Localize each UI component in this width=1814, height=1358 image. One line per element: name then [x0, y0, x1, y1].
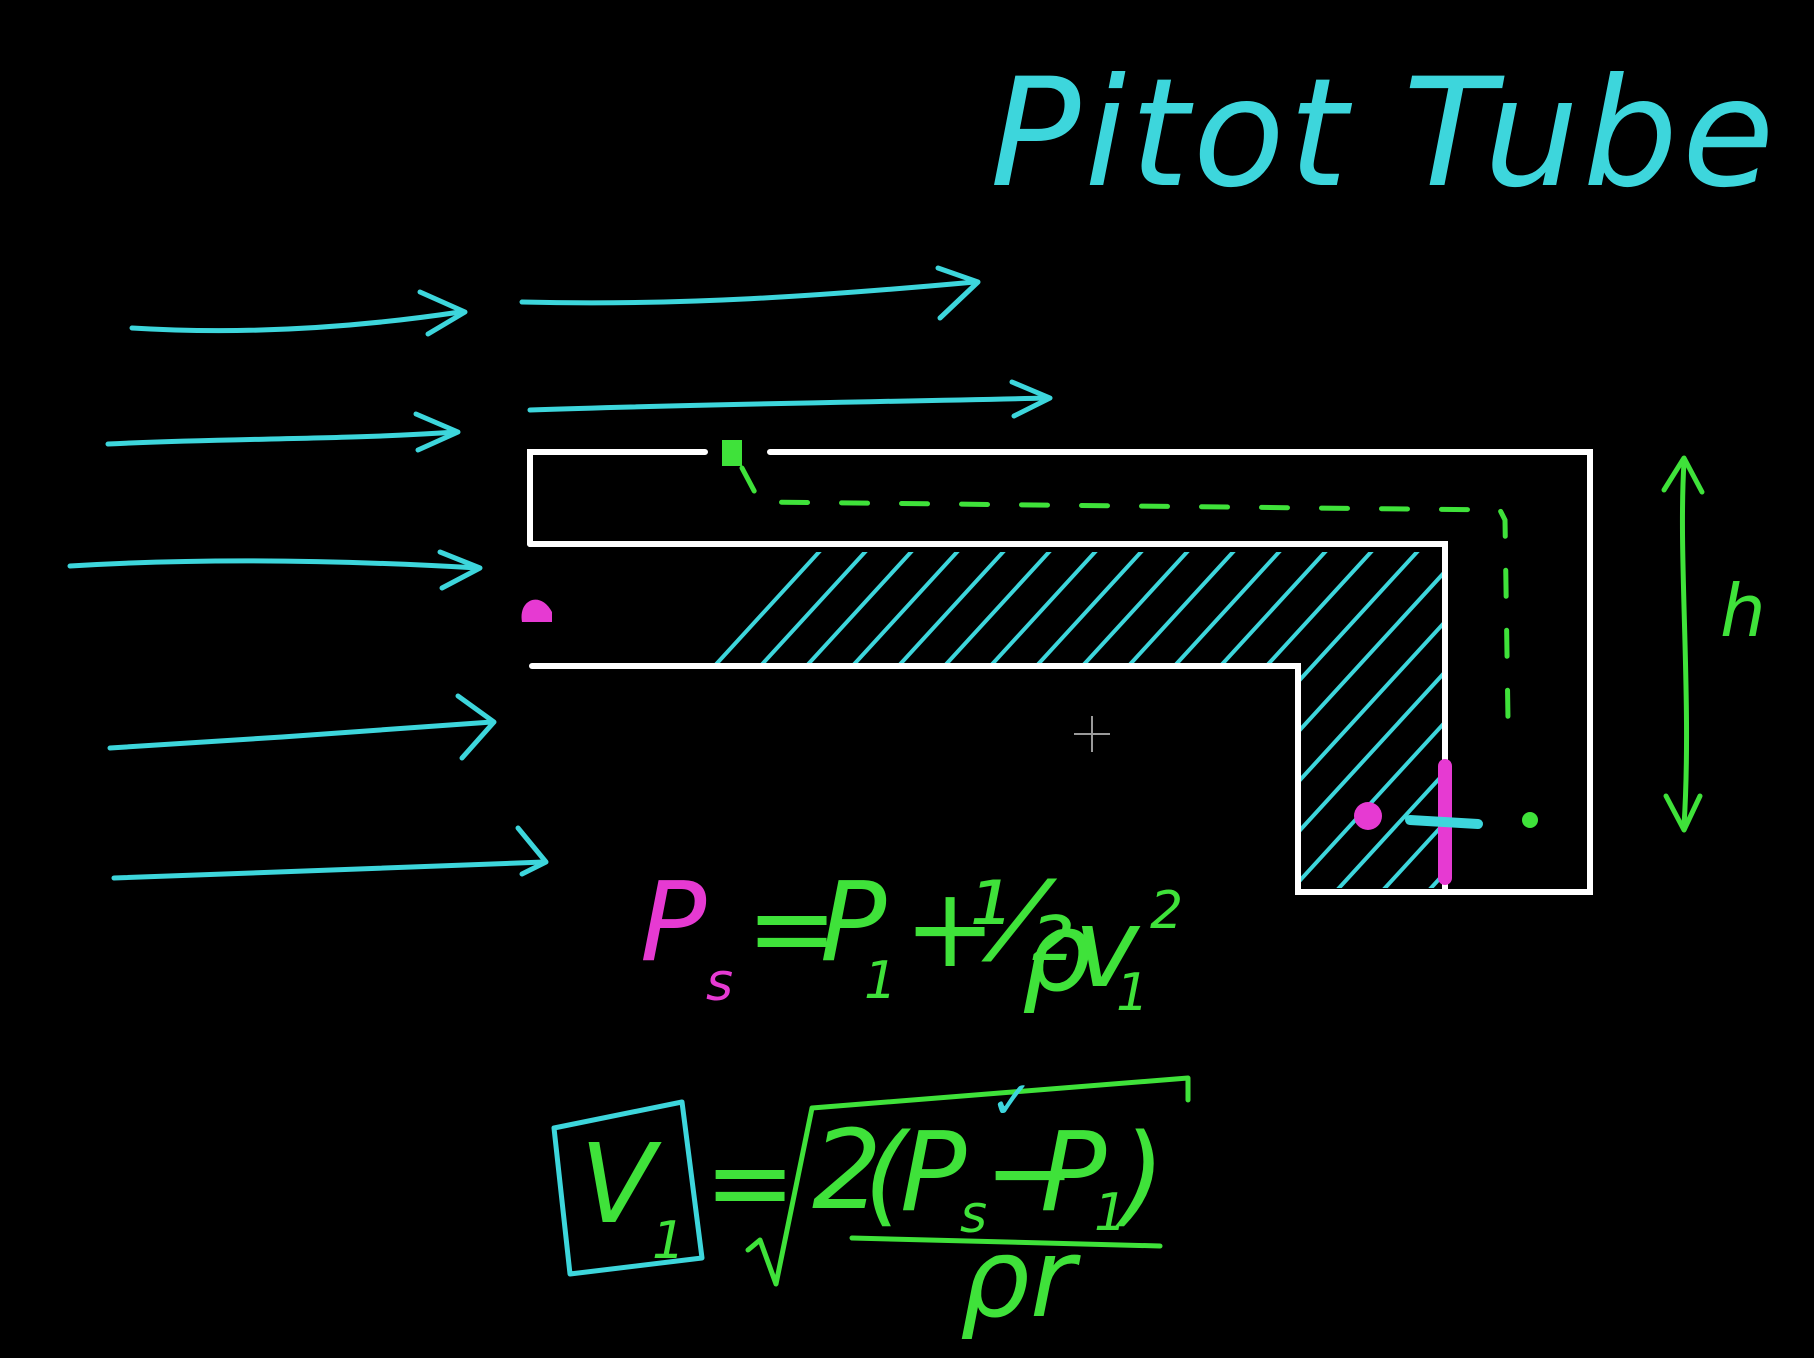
flow-arrow [105, 429, 459, 447]
flow-arrow [67, 558, 481, 571]
eq2-denominator: ρr [960, 1214, 1081, 1342]
eq1-p1-sub: 1 [864, 951, 897, 1011]
eq2-v1: V [580, 1120, 662, 1248]
flow-arrow [527, 395, 1051, 413]
eq1-exponent: 2 [1150, 881, 1183, 941]
hatch-line [636, 552, 970, 888]
square-root-sign [745, 1075, 1191, 1287]
eq2-ps-sub: s [960, 1185, 987, 1245]
hatch-line [590, 552, 924, 888]
eq1-rho: ρ [1022, 888, 1092, 1016]
eq1-ps-sub: s [706, 953, 733, 1013]
eq1-p1: P [820, 858, 887, 986]
flow-arrow [519, 279, 978, 306]
flow-arrow [129, 309, 463, 334]
cursor-crosshair-icon [1074, 716, 1110, 752]
eq2-p1-sub: 1 [1094, 1183, 1127, 1243]
eq2-coef: 2 [812, 1106, 882, 1234]
flow-arrow [111, 859, 547, 881]
flow-arrow-head [417, 289, 468, 337]
eq1-ps: P [640, 858, 707, 986]
eq2-minus: − [984, 1108, 1076, 1236]
flow-arrow-head [413, 411, 461, 453]
diagram-title: Pitot Tube [990, 47, 1778, 221]
eq2-p1: P [1040, 1108, 1107, 1236]
fraction-bar [849, 1235, 1163, 1249]
hatch-line [1512, 540, 1814, 900]
flow-arrow-head [1009, 379, 1053, 419]
membrane-dash [1405, 815, 1483, 829]
static-port-marker [722, 440, 742, 466]
hatch-line [532, 552, 832, 888]
eq1-v1-sub: 1 [1116, 963, 1149, 1023]
static-point-dot [1522, 812, 1538, 828]
height-arrow [1661, 455, 1705, 833]
stagnation-point-inlet [521, 599, 552, 622]
flow-arrow [107, 719, 495, 751]
eq1-v1: v [1074, 884, 1141, 1012]
result-box [551, 1099, 705, 1277]
eq2-ps: P [900, 1108, 967, 1236]
height-label: h [1720, 569, 1766, 653]
static-pressure-path [739, 465, 1511, 723]
bernoulli-equation: P s = P 1 + ½ ρ v 1 2 [640, 858, 1183, 1023]
eq1-plus: + [904, 864, 996, 992]
eq1-half: ½ [966, 858, 1073, 986]
hatch-line [1418, 552, 1445, 888]
flow-arrows [67, 265, 1053, 881]
hatch-line [1280, 552, 1445, 888]
flow-arrow-head [515, 825, 549, 877]
tube-inner-wall [527, 541, 1448, 895]
hatch-line [1372, 552, 1445, 888]
eq2-close-paren: ) [1115, 1110, 1165, 1238]
eq2-v1-sub: 1 [652, 1211, 685, 1271]
hatch-line [682, 552, 1016, 888]
eq2-equals: = [704, 1118, 796, 1246]
flow-arrow-head [935, 265, 981, 321]
hatch-line [544, 552, 878, 888]
stagnation-point-outlet [1354, 802, 1382, 830]
hatch-line [1326, 552, 1445, 888]
tube-fluid-hatching [532, 540, 1814, 900]
flow-arrow-head [455, 693, 497, 761]
velocity-equation: V 1 = 2 ( P s − P 1 ) ✓ ρr [551, 1071, 1191, 1342]
eq2-check: ✓ [990, 1071, 1034, 1131]
flow-arrow-head [437, 549, 483, 591]
eq1-equals: = [746, 864, 838, 992]
eq2-open-paren: ( [864, 1110, 911, 1238]
